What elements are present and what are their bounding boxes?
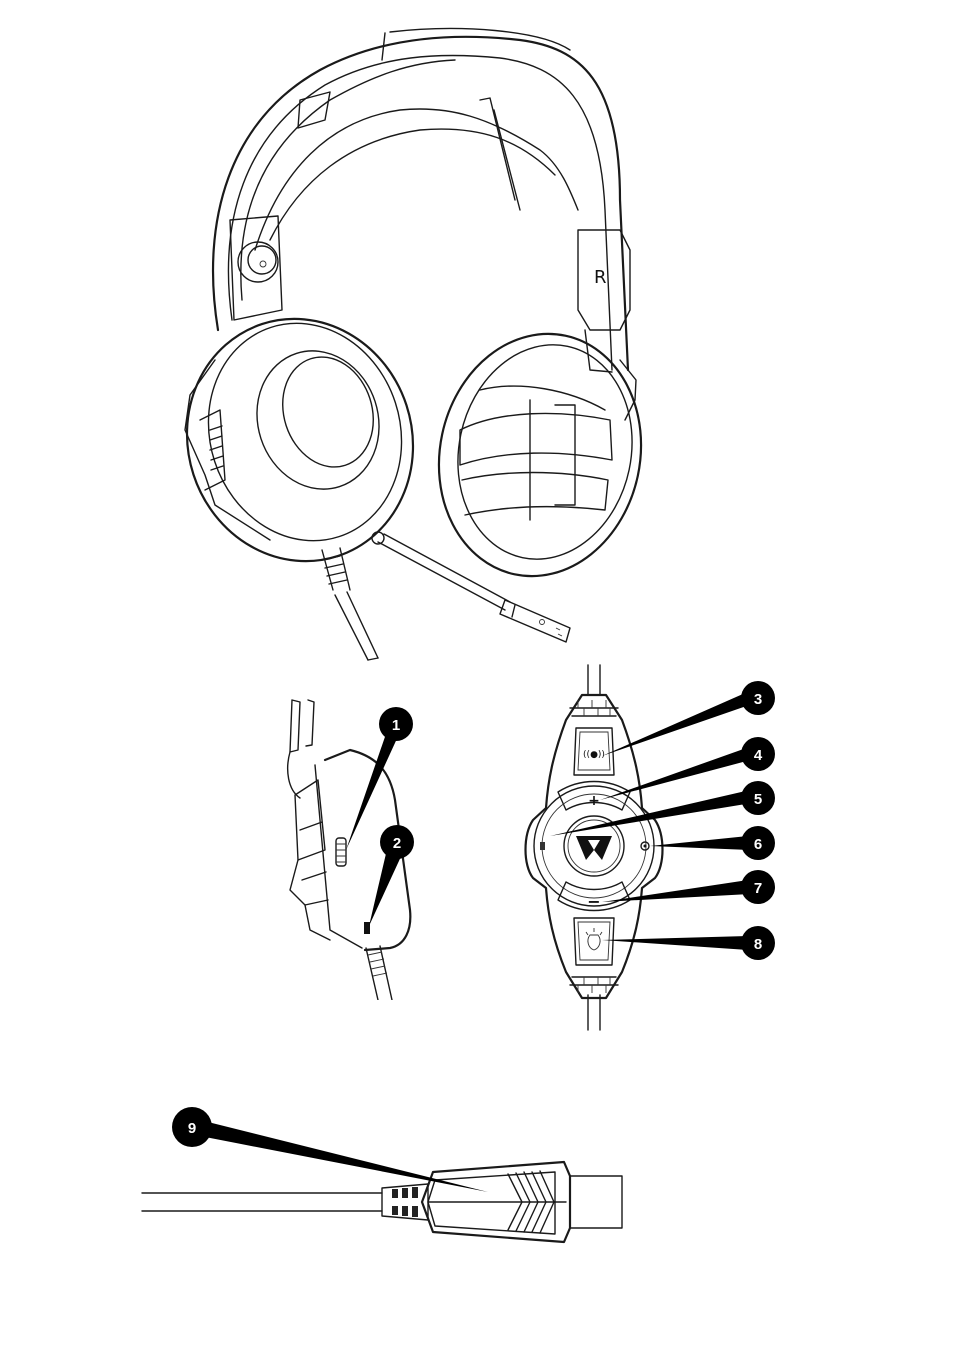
callout-7: 7 [602,870,775,904]
callout-2-label: 2 [393,835,401,852]
callout-3: 3 [602,681,775,756]
callout-1: 1 [346,707,413,850]
callout-4: 4 [600,737,775,800]
side-earcup-drawing: 1 2 [287,699,414,1000]
right-earcup-marking: R [594,267,607,288]
mic-icon[interactable] [540,842,545,850]
light-icon[interactable] [585,928,603,951]
side-earcup-view: 1 2 [270,690,470,1000]
callout-8-label: 8 [754,936,762,953]
callout-9: 9 [172,1107,488,1192]
headset-overview-view: R [184,27,643,661]
headset-drawing: R [184,27,643,661]
inline-remote-view: ((●)) + − 3 4 5 6 7 [510,660,800,1035]
sound-mode-icon[interactable]: ((●)) [583,750,605,760]
usb-connector-view: 9 [130,1100,640,1250]
callout-5: 5 [550,781,775,836]
callout-7-label: 7 [754,880,762,897]
callout-4-label: 4 [754,747,763,764]
callout-6: 6 [650,826,775,860]
callout-3-label: 3 [754,691,762,708]
callout-6-label: 6 [754,836,762,853]
usb-connector-drawing: 9 [141,1107,623,1244]
inline-remote-drawing: ((●)) + − 3 4 5 6 7 [524,664,775,1031]
volume-down-icon[interactable]: − [587,892,600,911]
callout-1-label: 1 [392,717,400,734]
volume-up-icon[interactable]: + [588,793,600,809]
callout-8: 8 [602,926,775,960]
callout-2: 2 [369,825,414,926]
callout-9-label: 9 [188,1120,196,1137]
right-button-icon[interactable] [640,841,650,851]
callout-5-label: 5 [754,791,762,808]
